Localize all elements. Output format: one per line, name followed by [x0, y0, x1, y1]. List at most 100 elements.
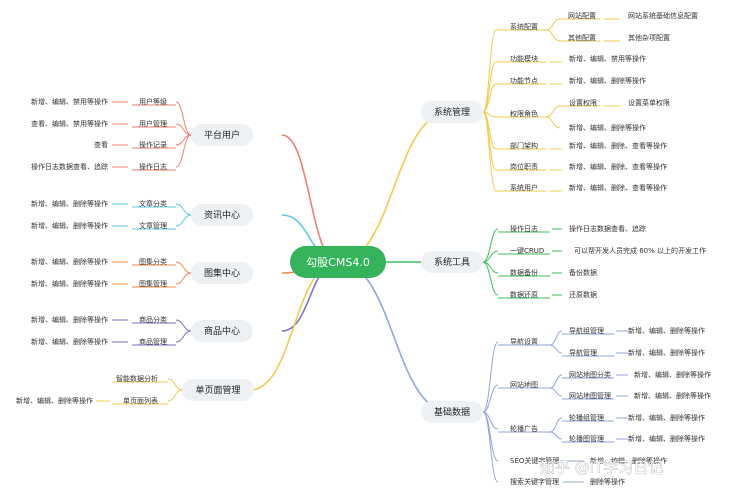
connector-line	[175, 214, 192, 227]
base-data-box[interactable]	[421, 401, 483, 423]
sys-tools-backup-desc: 备份数据	[569, 268, 597, 277]
base-data-nav: 导航设置	[510, 337, 538, 346]
news-center-box[interactable]	[191, 204, 253, 226]
center-node-box[interactable]	[290, 246, 386, 278]
watermark-text: 知乎 @IT学习日记	[540, 459, 663, 477]
platform-user-label: 平台用户	[204, 129, 240, 141]
goods-center-mgmt-ops: 新增、编辑、删除等操作	[31, 337, 108, 346]
sys-mgmt-site_cfg: 网站配置	[568, 11, 596, 20]
sys-tools-backup: 数据备份	[510, 268, 538, 277]
connector-line	[549, 417, 563, 433]
platform-user-level: 用户等级	[139, 97, 167, 106]
sys-mgmt-dept-ops: 新增、编辑、删除、查看等操作	[569, 141, 667, 150]
connector-line	[545, 105, 561, 118]
connector-line	[549, 374, 563, 389]
sys-mgmt-perm-ops: 新增、编辑、删除等操作	[569, 123, 646, 132]
connector-line	[175, 101, 192, 136]
connector-line	[175, 319, 192, 332]
news-center-cat-ops: 新增、编辑、删除等操作	[31, 199, 108, 208]
base-data-pic-ops: 新增、编辑、删除等操作	[628, 434, 705, 443]
sys-mgmt-sys_user-ops: 新增、编辑、删除、查看等操作	[569, 183, 667, 192]
base-data-label: 基础数据	[434, 406, 470, 418]
base-data-group-ops: 新增、编辑、删除等操作	[628, 413, 705, 422]
connector-line	[482, 61, 497, 113]
sys-mgmt-func_module-ops: 新增、编辑、禁用等操作	[569, 54, 646, 63]
connector-line	[175, 203, 192, 216]
sys-mgmt-func_node-ops: 新增、编辑、删除等操作	[569, 76, 646, 85]
sys-tools-crud: 一键CRUD	[510, 246, 544, 255]
sys-mgmt-perm_role: 权限角色	[510, 109, 538, 118]
sys-mgmt-set-perm: 设置权限	[569, 98, 597, 107]
goods-center-box[interactable]	[191, 320, 253, 342]
connector-line	[545, 18, 561, 31]
sys-mgmt-box[interactable]	[421, 101, 483, 123]
connector-line	[482, 111, 497, 192]
connector-line	[482, 411, 499, 483]
base-data-search-ops: 删除等操作	[590, 477, 625, 486]
base-data-banner: 轮播广告	[510, 424, 538, 433]
connector-line	[175, 134, 192, 168]
sys-mgmt-post: 岗位职责	[510, 162, 538, 171]
sys-tools-oplog-desc: 操作日志数据查看、追踪	[569, 224, 646, 233]
single-page-box[interactable]	[182, 379, 254, 401]
connector-line	[482, 250, 499, 263]
sys-mgmt-menu-perm: 设置菜单权限	[628, 98, 670, 107]
base-data-cat: 网站地图分类	[569, 370, 611, 379]
platform-user-record-ops: 查看	[94, 140, 108, 149]
base-data-nav_group-ops: 新增、编辑、删除等操作	[628, 326, 705, 335]
sys-mgmt-func_node: 功能节点	[510, 76, 538, 85]
connector-line	[337, 261, 451, 413]
connector-line	[175, 123, 192, 136]
sys-tools-restore-desc: 还原数据	[569, 290, 597, 299]
base-data-nav_mgmt: 导航管理	[569, 348, 597, 357]
platform-user-mgmt-ops: 查看、编辑、禁用等操作	[31, 119, 108, 128]
sys-tools-box[interactable]	[421, 251, 483, 273]
connector-line	[281, 134, 339, 263]
base-data-mgmt-ops: 新增、编辑、删除等操作	[634, 391, 711, 400]
gallery-center-cat-ops: 新增、编辑、删除等操作	[31, 257, 108, 266]
goods-center-cat: 商品分类	[139, 315, 167, 324]
connector-line	[167, 378, 183, 391]
platform-user-box[interactable]	[191, 124, 253, 146]
gallery-center-mgmt: 图集管理	[139, 279, 167, 288]
single-page-label: 单页面管理	[195, 384, 240, 396]
connector-line	[482, 83, 497, 113]
platform-user-level-ops: 新增、编辑、禁用等操作	[31, 97, 108, 106]
sys-mgmt-post-ops: 新增、编辑、删除、查看等操作	[569, 162, 667, 171]
platform-user-mgmt: 用户管理	[139, 119, 167, 128]
connector-line	[549, 330, 563, 346]
base-data-mgmt: 网站地图管理	[569, 391, 611, 400]
gallery-center-mgmt-ops: 新增、编辑、删除等操作	[31, 279, 108, 288]
connector-line	[482, 111, 497, 171]
sys-mgmt-misc: 其他杂项配置	[628, 33, 670, 42]
gallery-center-box[interactable]	[191, 262, 253, 284]
sys-mgmt-info: 网站系统基础信息配置	[628, 11, 698, 20]
base-data-cat-ops: 新增、编辑、删除等操作	[634, 370, 711, 379]
single-page-analysis: 智能数据分析	[116, 374, 158, 383]
base-data-pic: 轮播图管理	[569, 434, 604, 443]
connector-line	[545, 29, 561, 42]
connector-line	[175, 330, 192, 343]
goods-center-label: 商品中心	[204, 325, 240, 337]
sys-tools-label: 系统工具	[434, 256, 470, 268]
platform-user-record: 操作记录	[139, 140, 167, 149]
sys-tools-oplog: 操作日志	[510, 224, 538, 233]
goods-center-cat-ops: 新增、编辑、删除等操作	[31, 315, 108, 324]
news-center-cat: 文章分类	[139, 199, 167, 208]
connector-line	[549, 344, 563, 354]
base-data-nav_mgmt-ops: 新增、编辑、删除等操作	[628, 348, 705, 357]
single-page-list: 单页面列表	[123, 396, 158, 405]
connector-line	[549, 387, 563, 397]
sys-mgmt-site_config: 系统配置	[510, 22, 538, 31]
base-data-seo-ops: 新增、编辑、删除等操作	[590, 456, 667, 465]
gallery-center-label: 图集中心	[204, 267, 240, 279]
sys-mgmt-label: 系统管理	[434, 106, 470, 118]
sys-tools-restore: 数据还原	[510, 290, 538, 299]
sys-mgmt-func_module: 功能模块	[510, 54, 538, 63]
sys-tools-crud-desc: 可以帮开发人员完成 60% 以上的开发工作	[574, 246, 706, 255]
connector-line	[249, 261, 339, 391]
base-data-search: 搜索关键字管理	[510, 477, 559, 486]
center-node-label: 勾股CMS4.0	[306, 256, 370, 269]
connector-line	[545, 116, 561, 129]
